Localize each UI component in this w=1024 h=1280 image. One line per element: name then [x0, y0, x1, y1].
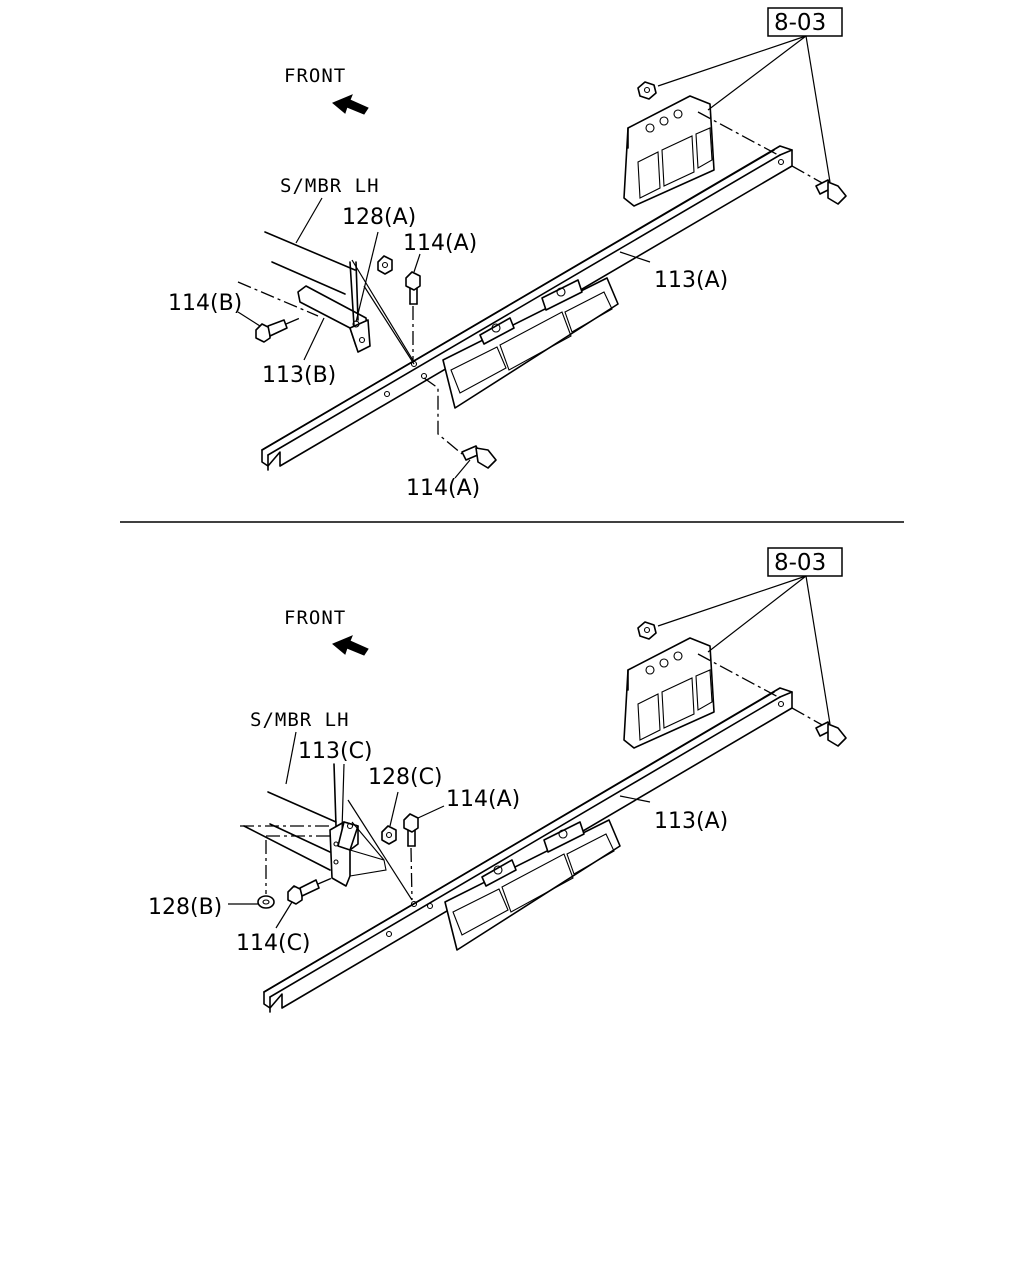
label-114c: 114(C): [236, 931, 311, 956]
bolt-114a-icon: [403, 813, 419, 901]
nut-128a-icon: [377, 255, 393, 275]
ref-box-label: 8-03: [774, 10, 826, 36]
leader-113b: [303, 317, 325, 361]
nut-128b-icon: [257, 840, 275, 909]
mounting-plate: [444, 819, 621, 951]
main-rail: [263, 687, 793, 1013]
leader-113a: [619, 795, 651, 803]
bracket-113b: [297, 261, 371, 353]
leader-114b: [237, 311, 261, 327]
module-bolt-icon: [815, 179, 847, 205]
ref-box: [767, 547, 843, 577]
leader-128a: [351, 259, 415, 363]
ref-leader: [657, 575, 807, 627]
side-member-label: S/MBR LH: [250, 709, 350, 731]
leader-113a: [619, 251, 651, 263]
label-113a: 113(A): [654, 809, 728, 834]
label-114a: 114(A): [446, 787, 520, 812]
bottom-view: FRONT S/MBR LH: [148, 547, 847, 1013]
ref-leader: [805, 35, 831, 183]
module-bolt-icon: [815, 721, 847, 747]
leader-114a-upper: [413, 253, 421, 273]
side-member-label: S/MBR LH: [280, 175, 380, 197]
label-113b: 113(B): [262, 363, 336, 388]
front-label: FRONT: [284, 65, 346, 87]
label-128a: 128(A): [342, 205, 416, 230]
module-nut-icon: [637, 621, 657, 640]
top-view: FRONT S/MBR LH: [168, 7, 847, 501]
bracket-113c: [329, 763, 387, 887]
label-114b: 114(B): [168, 291, 242, 316]
bolt-114a-upper-icon: [405, 271, 421, 360]
ref-box-label: 8-03: [774, 550, 826, 576]
side-member: [240, 791, 337, 871]
module-nut-icon: [637, 81, 657, 100]
ref-leader: [707, 575, 807, 653]
leader-128c: [389, 791, 399, 827]
leader-113c: [341, 763, 345, 831]
mounting-plate: [442, 277, 619, 409]
bolt-114b-icon: [255, 317, 301, 343]
label-128b: 128(B): [148, 895, 222, 920]
leader-113c: [351, 821, 385, 861]
label-113c: 113(C): [298, 739, 373, 764]
bolt-114c-icon: [287, 877, 333, 905]
leader-bracket: [363, 285, 415, 365]
bolt-114a-lower-icon: [423, 377, 497, 469]
ref-leader: [805, 575, 831, 725]
leader-114c: [275, 901, 293, 929]
control-module: [623, 637, 825, 749]
label-114a-upper: 114(A): [403, 231, 477, 256]
leader-114a-lower: [454, 459, 471, 479]
label-128c: 128(C): [368, 765, 443, 790]
ref-leader: [657, 35, 807, 87]
front-label: FRONT: [284, 607, 346, 629]
label-113a: 113(A): [654, 268, 728, 293]
main-rail: [261, 145, 793, 471]
front-arrow-icon: [332, 94, 369, 115]
side-member: [237, 231, 356, 317]
ref-leader: [707, 35, 807, 111]
leader-113c: [347, 799, 413, 901]
leader-128a: [355, 231, 379, 323]
label-114a-lower: 114(A): [406, 476, 480, 501]
front-arrow-icon: [332, 635, 369, 656]
nut-128c-icon: [381, 825, 397, 845]
leader-114a: [417, 805, 445, 819]
side-member-leader: [285, 731, 297, 785]
control-module: [623, 95, 825, 207]
side-member-leader: [295, 197, 323, 244]
